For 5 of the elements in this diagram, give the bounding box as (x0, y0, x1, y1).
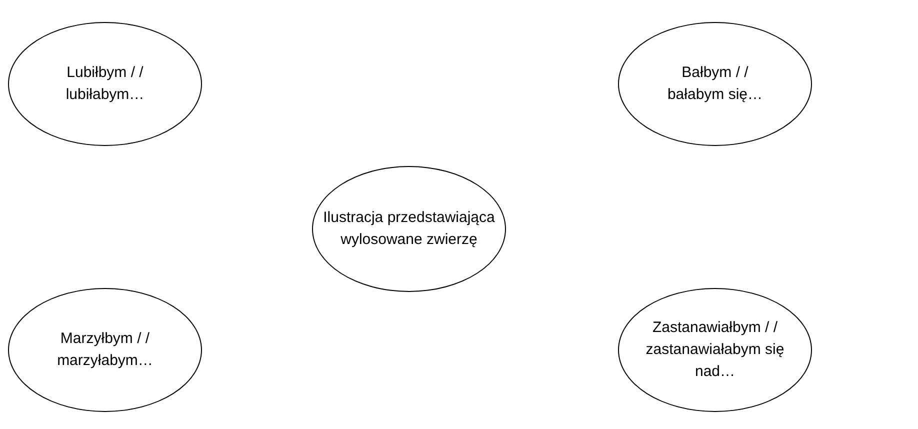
ellipse-label: Bałbym / / bałabym się… (666, 63, 764, 105)
ellipse-label: Lubiłbym / / lubiłabym… (64, 63, 146, 105)
ellipse-label: Ilustracja przedstawiająca wylosowane zwierzę (322, 208, 496, 250)
ellipse-label: Marzyłbym / / marzyłabym… (56, 329, 154, 371)
ellipse-label: Zastanawiałbym / / zastanawiałabym się nad… (644, 318, 786, 382)
